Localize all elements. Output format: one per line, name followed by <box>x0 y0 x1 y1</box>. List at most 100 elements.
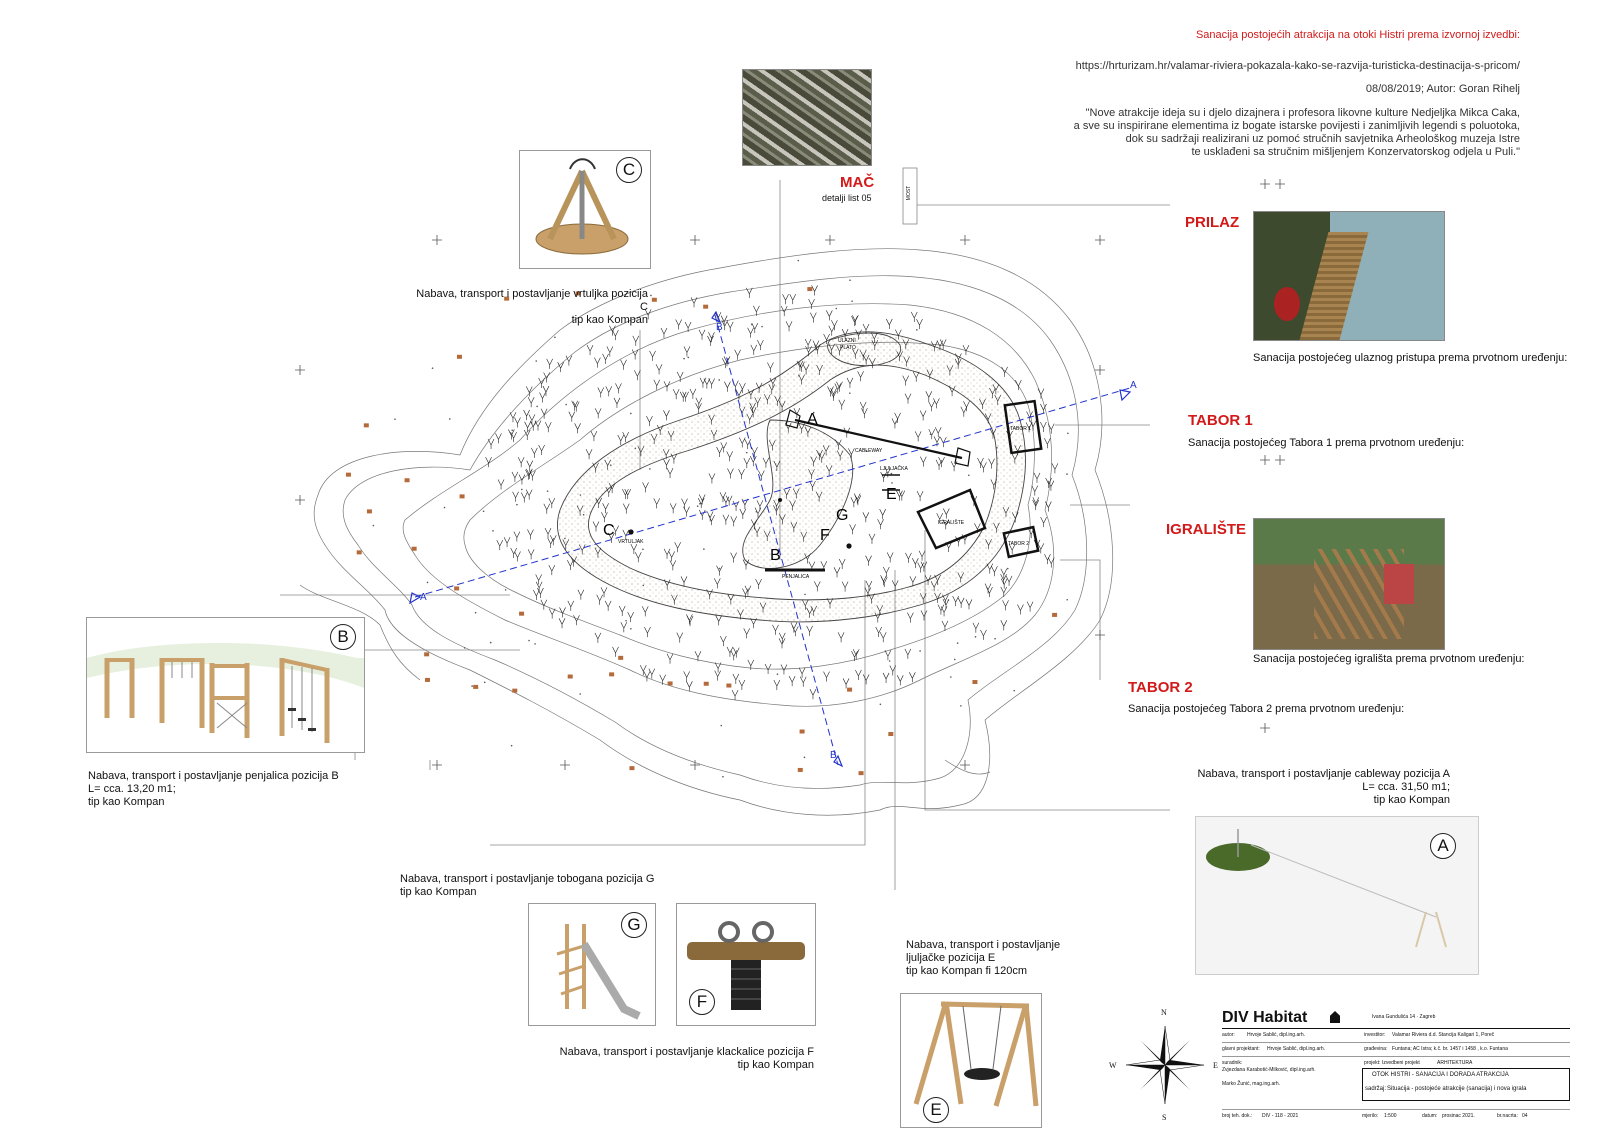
spot-height <box>960 705 962 707</box>
tree-symbol <box>782 294 789 305</box>
tree-symbol <box>926 369 934 380</box>
spot-height <box>720 724 723 727</box>
tree-symbol <box>957 572 965 583</box>
trees <box>485 285 1059 701</box>
tree-symbol <box>750 456 757 467</box>
igraliste-photo <box>1253 518 1445 650</box>
map-label-g: G <box>836 507 848 524</box>
tree-symbol <box>994 394 1002 406</box>
tree-symbol <box>990 479 998 490</box>
spot-height <box>528 639 530 642</box>
tree-symbol <box>671 594 678 605</box>
tree-symbol <box>895 329 902 340</box>
spot-height <box>803 756 806 759</box>
tree-symbol <box>590 430 598 442</box>
map-label-a: A <box>807 411 818 428</box>
tree-symbol <box>1025 422 1033 433</box>
swing-drawing <box>913 1001 1039 1107</box>
tree-symbol <box>606 346 614 357</box>
tree-symbol <box>902 339 910 350</box>
tree-symbol <box>1000 586 1008 597</box>
ground-mark <box>424 677 430 682</box>
brand-logo: DIV Habitat <box>1222 1009 1308 1026</box>
tree-symbol <box>805 346 812 357</box>
spot-height <box>922 415 924 417</box>
tree-symbol <box>934 427 942 438</box>
tree-symbol <box>868 533 876 544</box>
spot-height <box>504 589 507 591</box>
ground-mark <box>473 684 479 689</box>
spot-height <box>1006 567 1009 570</box>
tree-symbol <box>597 387 605 398</box>
tree-symbol <box>753 305 760 316</box>
quote-line: "Nove atrakcije ideja su i djelo dizajne… <box>1085 107 1520 119</box>
tree-symbol <box>928 429 936 440</box>
tree-symbol <box>547 537 554 549</box>
tree-symbol <box>727 468 734 479</box>
spot-height <box>696 505 699 507</box>
tree-symbol <box>802 364 810 375</box>
prilaz-title: PRILAZ <box>1185 214 1240 231</box>
tree-symbol <box>778 632 786 643</box>
ground-mark <box>356 550 362 555</box>
tree-symbol <box>624 488 632 500</box>
tree-symbol <box>825 465 833 476</box>
spot-height <box>776 673 779 675</box>
map-label-ulazni-1: ULAZNI <box>838 338 856 344</box>
tree-symbol <box>706 589 713 600</box>
tree-symbol <box>769 377 777 388</box>
spot-height <box>703 548 705 550</box>
spot-height <box>630 412 632 415</box>
source-url[interactable]: https://hrturizam.hr/valamar-riviera-pok… <box>1075 60 1520 72</box>
tree-symbol <box>810 312 817 323</box>
tree-symbol <box>668 551 675 562</box>
tree-symbol <box>750 344 758 355</box>
tree-symbol <box>649 350 656 361</box>
grid-cross <box>1095 235 1105 245</box>
tree-symbol <box>942 594 949 605</box>
item-f-frame: F <box>676 903 816 1026</box>
tree-symbol <box>697 498 705 509</box>
item-c-caption-line: tip kao Kompan <box>571 314 648 326</box>
tree-symbol <box>676 632 684 643</box>
grid-cross <box>560 760 570 770</box>
tree-symbol <box>683 346 691 357</box>
tree-symbol <box>602 503 609 514</box>
item-g-caption: Nabava, transport i postavljanje tobogan… <box>400 873 654 899</box>
tree-symbol <box>738 437 746 448</box>
date-author: 08/08/2019; Autor: Goran Rihelj <box>1365 83 1520 95</box>
spot-height <box>650 294 652 297</box>
tree-symbol <box>984 583 992 594</box>
item-a-frame: A <box>1195 816 1479 975</box>
spot-height <box>851 300 853 302</box>
ground-mark <box>1052 612 1058 617</box>
tree-symbol <box>592 521 600 532</box>
spot-height <box>755 510 758 513</box>
tree-symbol <box>1040 421 1047 433</box>
tree-symbol <box>917 562 924 573</box>
tree-symbol <box>941 620 949 631</box>
tree-symbol <box>592 462 599 473</box>
tree-symbol <box>789 293 796 305</box>
tree-symbol <box>695 397 703 408</box>
tree-symbol <box>948 386 956 397</box>
tree-symbol <box>716 446 723 458</box>
tree-symbol <box>907 612 914 623</box>
broj-value: DIV - 118 - 2021 <box>1262 1113 1299 1119</box>
item-f-caption-line: Nabava, transport i postavljanje klackal… <box>559 1046 814 1058</box>
item-a-caption-line: Nabava, transport i postavljanje cablewa… <box>1197 768 1450 780</box>
tree-symbol <box>508 429 515 440</box>
tree-symbol <box>707 335 714 346</box>
spot-height <box>888 660 891 662</box>
spot-height <box>516 503 518 506</box>
tree-symbol <box>706 511 714 522</box>
section-lines <box>414 314 1131 766</box>
item-g-frame: G <box>528 903 656 1026</box>
tree-symbol <box>896 351 903 362</box>
sadrzaj-value: Situacija - postojeće atrakcije (sanacij… <box>1387 1086 1527 1092</box>
tree-symbol <box>811 285 818 296</box>
tree-symbol <box>727 594 735 605</box>
tree-symbol <box>799 676 807 687</box>
spot-height <box>463 647 466 649</box>
spot-height <box>1066 598 1068 601</box>
